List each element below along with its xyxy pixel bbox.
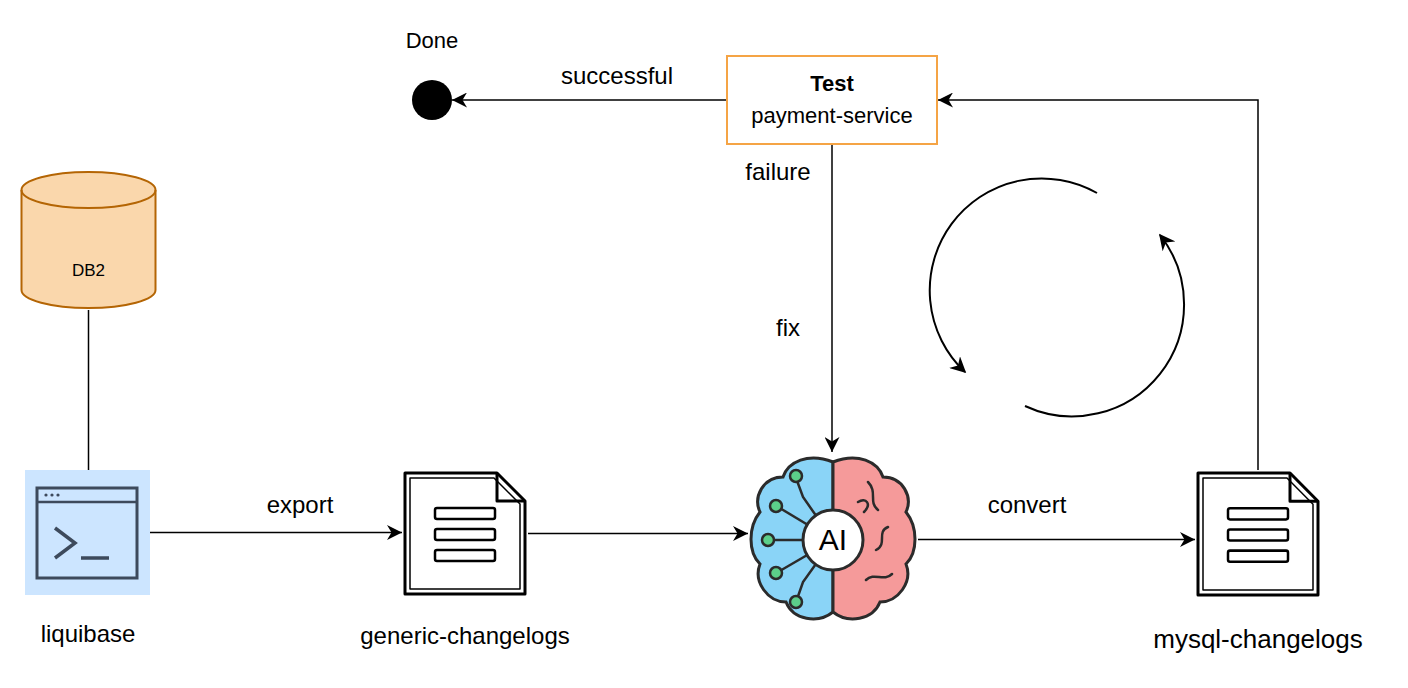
node-label: Test [728, 71, 936, 97]
node-body: payment-service [728, 103, 936, 129]
terminal-icon: liquibase [25, 470, 150, 595]
edge-label: export [267, 491, 334, 520]
flow-arrow [831, 145, 833, 452]
flow-arrow [918, 539, 1195, 541]
cycle-arrow [930, 178, 1097, 372]
document-icon: generic-changelogs [402, 470, 528, 597]
ai-brain-icon: AI [748, 452, 918, 627]
process-box: Test payment-service [726, 55, 938, 145]
edge-label: fix [776, 314, 800, 343]
database-cylinder-outline [20, 170, 157, 310]
connector-line [88, 310, 90, 470]
edge-label: successful [561, 62, 673, 91]
edge-label: convert [988, 491, 1067, 520]
database-cylinder: DB2 [20, 170, 157, 310]
node-label: Done [372, 28, 492, 54]
document-icon-outline [1195, 470, 1321, 598]
node-label: DB2 [20, 261, 157, 281]
document-icon: mysql-changelogs [1195, 470, 1321, 598]
document-icon-outline [402, 470, 528, 597]
flow-arrow [528, 533, 748, 535]
node-label: AI [803, 522, 863, 558]
node-label: mysql-changelogs [1113, 624, 1403, 655]
node-label: liquibase [0, 620, 188, 649]
end-state: Done [412, 80, 452, 120]
node-label: generic-changelogs [335, 622, 595, 651]
terminal-icon-outline [25, 470, 150, 595]
flow-arrow [452, 99, 726, 101]
annotation-label: failure [745, 158, 810, 187]
flow-arrow [938, 100, 1258, 470]
cycle-arrow [1025, 235, 1184, 416]
flow-arrow [150, 532, 402, 534]
